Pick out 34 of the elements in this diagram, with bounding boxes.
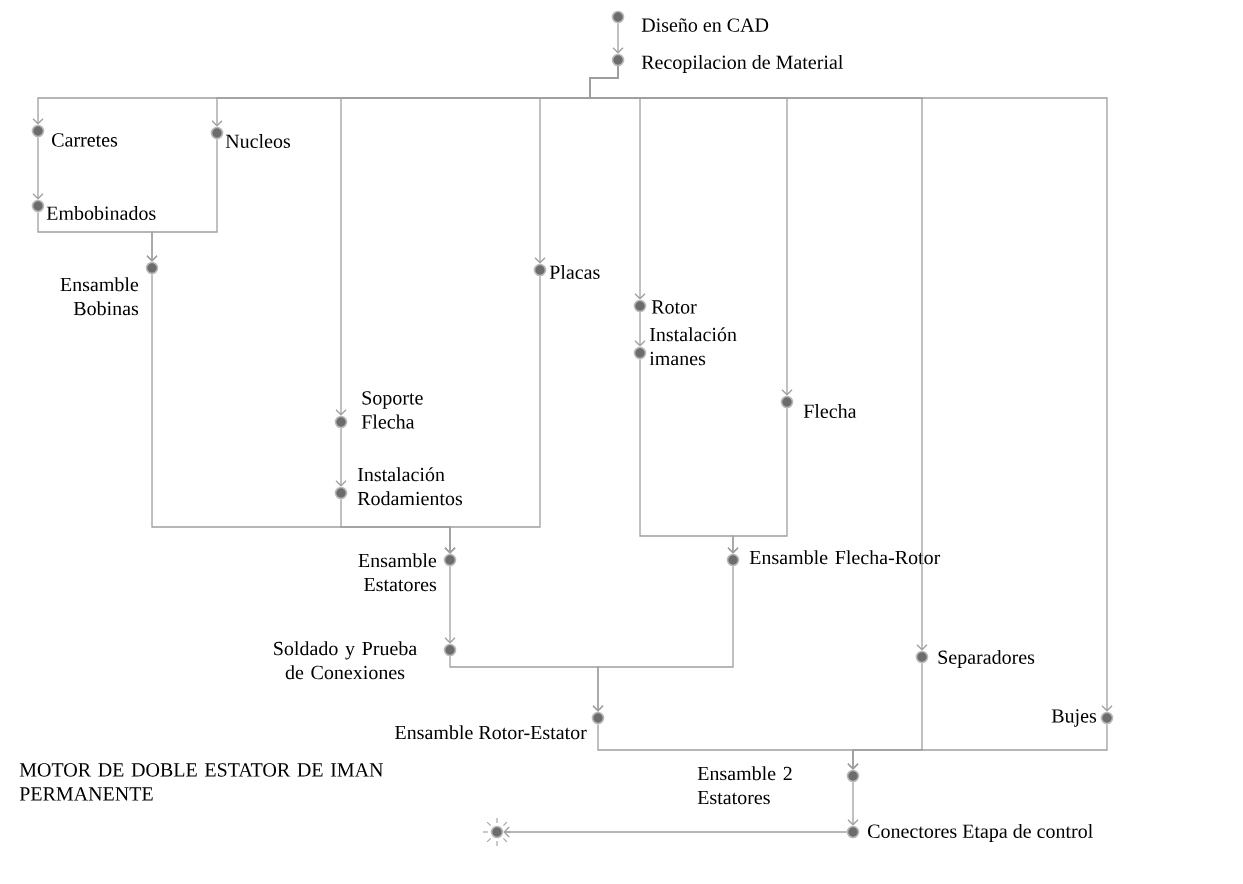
arrow [727, 407, 788, 554]
arrow [335, 427, 347, 487]
arrow [634, 311, 646, 347]
arrow [592, 565, 734, 712]
step-label: Placas [549, 264, 600, 280]
arrow [37, 211, 158, 262]
step-label: MOTOR DE DOBLE ESTATOR DE IMAN PERMANENTE [19, 763, 384, 801]
step-label: Ensamble Bobinas [60, 277, 139, 316]
arrow [444, 565, 456, 644]
arrow [32, 136, 44, 200]
step-label: Rotor [651, 300, 697, 314]
step-label: Separadores [938, 649, 1035, 669]
step-label: Nucleos [225, 133, 291, 149]
step-label: Instalación imanes [649, 327, 737, 366]
arrow [847, 723, 1108, 770]
step-label: Ensamble Flecha-Rotor [749, 550, 941, 565]
step-label: Soporte Flecha [361, 391, 423, 429]
arrow [503, 826, 848, 838]
step-label: Ensamble Estatores [358, 553, 437, 592]
arrow [612, 22, 624, 54]
step-label: Recopilacion de Material [641, 54, 843, 74]
step-label: Soldado y Prueba de Conexiones [274, 641, 417, 680]
step-label: Instalación Rodamientos [357, 467, 463, 506]
step-label: Diseño en CAD [641, 18, 769, 32]
step-label: Conectores Etapa de control [868, 823, 1093, 843]
step-label: Flecha [803, 403, 857, 419]
step-label: Embobinados [46, 205, 156, 221]
step-label: Ensamble Rotor-Estator [395, 725, 587, 740]
arrow [444, 275, 541, 554]
arrow [589, 65, 1113, 712]
step-label: Bujes [1051, 709, 1097, 727]
arrow [847, 781, 859, 826]
step-label: Carretes [52, 133, 118, 147]
step-label: Ensamble 2 Estatores [697, 766, 792, 805]
